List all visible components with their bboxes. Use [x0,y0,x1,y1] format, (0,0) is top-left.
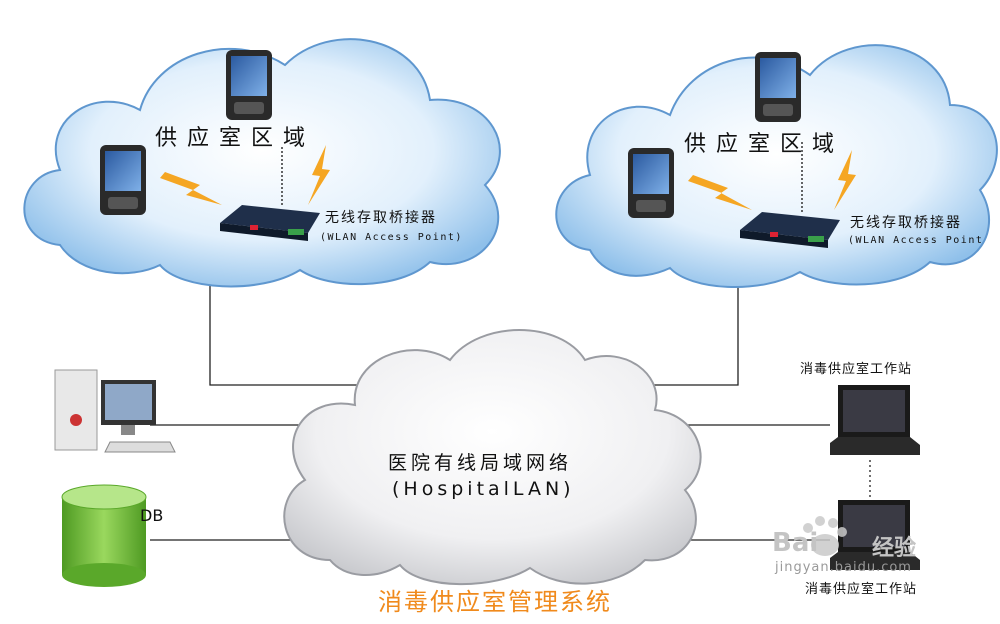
lan-label: 医院有线局域网络 [388,452,573,474]
line-left-cloud-to-lan [209,270,360,386]
diagram-title: 消毒供应室管理系统 [378,588,612,616]
wireless-signals [160,145,856,210]
database-icon [61,484,147,587]
watermark-url: jingyan.baidu.com [775,560,912,575]
access-point-icon [220,145,320,241]
workstation-bottom-label: 消毒供应室工作站 [805,582,918,597]
pda-device-icon [755,52,801,122]
lan-label-en: (HospitalLAN) [392,478,575,500]
ap-label-en-left: (WLAN Access Point) [320,232,463,243]
pda-device-icon [628,148,674,218]
pda-device-icon [100,145,146,215]
db-label: DB [140,506,164,525]
desktop-computer-icon [54,369,176,453]
ap-label-en-right: (WLAN Access Point [848,235,984,246]
laptop-workstation-icon [830,500,920,570]
watermark-brand: Bai [772,528,819,558]
connection-lines [150,270,871,541]
cloud-lan [283,329,702,586]
lightning-icon [308,145,330,205]
pda-device-icon [226,50,272,120]
workstation-top-label: 消毒供应室工作站 [800,362,913,377]
lightning-icon [834,150,856,210]
ap-label-right: 无线存取桥接器 [850,215,962,231]
lightning-icon [688,175,752,210]
zone-label-right: 供应室区域 [684,132,845,157]
cloud-left [23,38,501,288]
ap-label-left: 无线存取桥接器 [325,210,437,226]
zone-label-left: 供应室区域 [155,126,316,151]
cloud-right [555,44,998,289]
laptop-workstation-icon [830,385,920,455]
baidu-paw-logo [803,516,847,556]
lightning-icon [160,172,222,205]
access-point-icon [740,142,840,248]
watermark-brand-suffix: 经验 [872,536,917,561]
